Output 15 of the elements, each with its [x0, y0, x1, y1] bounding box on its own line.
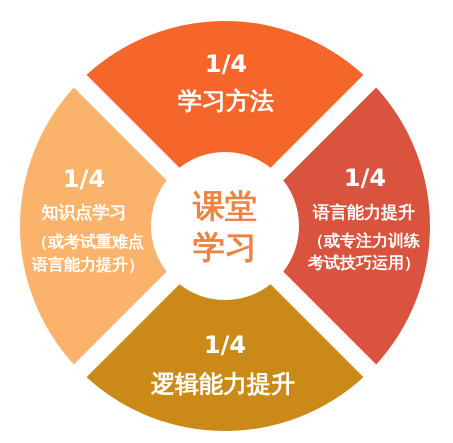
- center-title: 课堂学习: [192, 186, 258, 268]
- segment-title: 学习方法: [178, 87, 274, 116]
- segment-title: 语言能力提升: [313, 203, 415, 224]
- ring-segment: [86, 21, 364, 168]
- segment-note: （或专注力训练考试技巧运用）: [306, 230, 421, 274]
- fraction-label: 1/4: [204, 50, 248, 79]
- segment-note: （或考试重难点语言能力提升）: [30, 231, 145, 276]
- fraction-label: 1/4: [204, 331, 246, 360]
- fraction-label: 1/4: [62, 165, 106, 194]
- ring-segment: [283, 87, 430, 365]
- ring-segment: [86, 284, 364, 431]
- segment-title: 逻辑能力提升: [151, 370, 295, 399]
- fraction-label: 1/4: [344, 164, 386, 193]
- ring-segment: [20, 87, 167, 365]
- segment-title: 知识点学习: [42, 203, 126, 224]
